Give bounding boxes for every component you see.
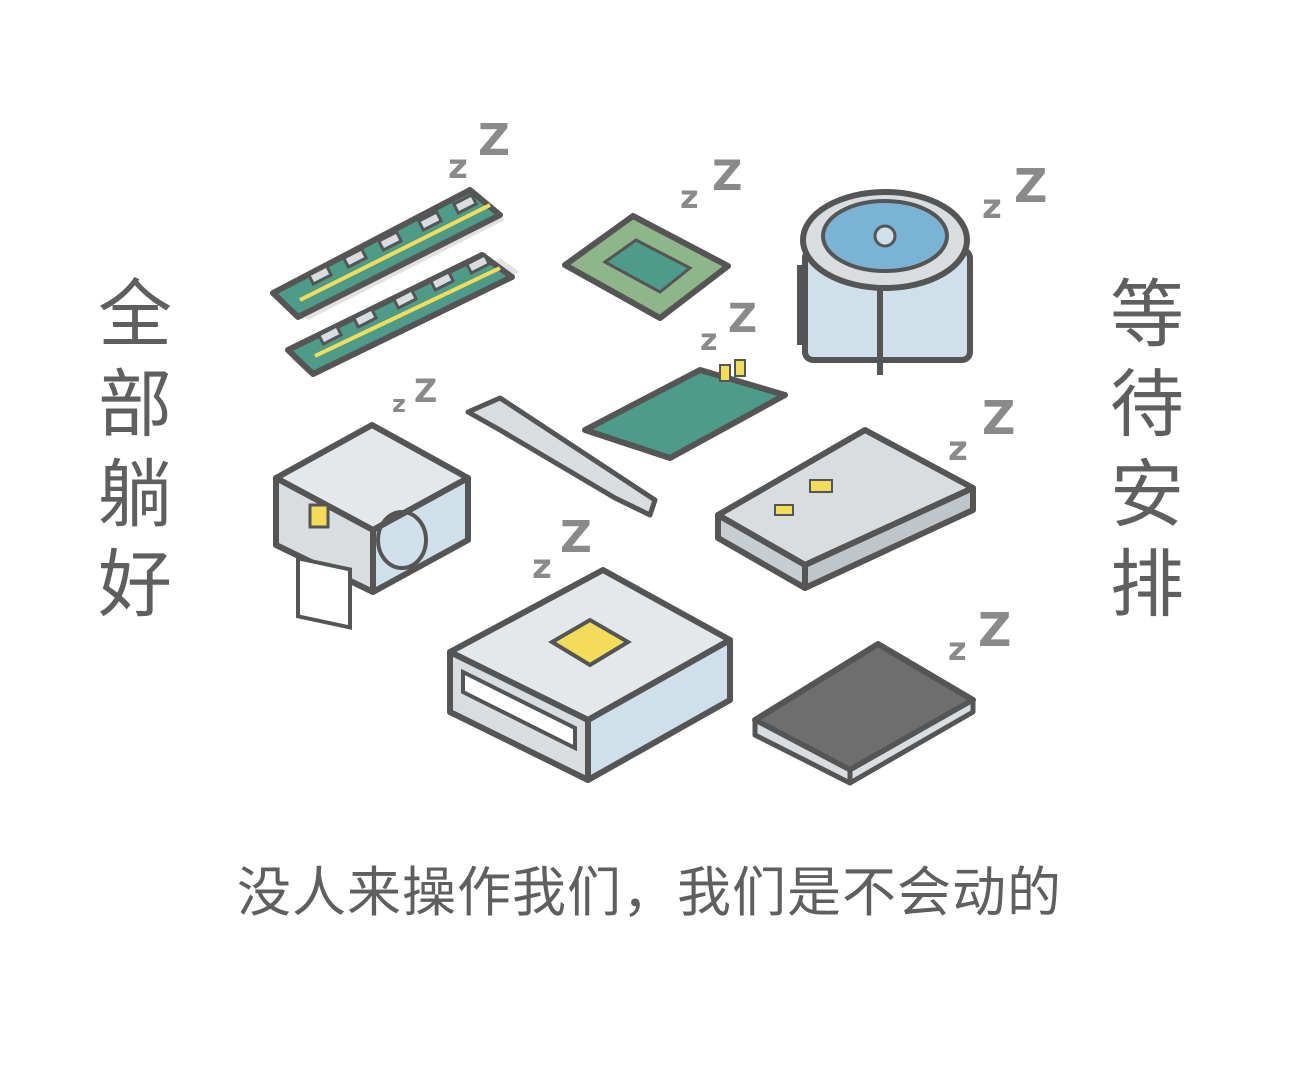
svg-text:z: z (680, 178, 699, 216)
svg-text:z: z (700, 323, 717, 358)
cpu-chip-icon: z Z (562, 151, 742, 321)
optical-drive-icon: z Z (447, 512, 733, 783)
cpu-cooler-fan-icon: z Z (797, 159, 1047, 375)
svg-text:z: z (948, 429, 968, 469)
svg-text:Z: Z (414, 372, 437, 410)
svg-text:z: z (948, 630, 967, 668)
svg-text:Z: Z (978, 603, 1011, 657)
svg-text:Z: Z (982, 391, 1015, 445)
caption-text: 没人来操作我们，我们是不会动的 (237, 861, 1062, 924)
right-char-4: 排 (1110, 542, 1184, 628)
power-supply-icon: z Z (273, 372, 471, 630)
expansion-card-icon: z Z (465, 296, 788, 518)
svg-text:z: z (532, 547, 552, 587)
right-char-2: 待 (1110, 362, 1184, 448)
svg-text:Z: Z (478, 115, 510, 166)
svg-text:z: z (448, 147, 468, 187)
left-char-2: 部 (98, 362, 172, 448)
hard-drive-icon: z Z (715, 391, 1015, 591)
svg-text:z: z (982, 187, 1002, 227)
left-char-1: 全 (98, 272, 172, 358)
right-char-1: 等 (1110, 272, 1184, 358)
svg-text:z: z (392, 390, 406, 418)
left-vertical-text: 全 部 躺 好 (98, 278, 172, 638)
svg-text:Z: Z (1014, 159, 1047, 213)
svg-text:Z: Z (728, 296, 757, 342)
ram-sticks-icon: z Z (270, 115, 520, 377)
svg-text:Z: Z (712, 151, 742, 200)
right-vertical-text: 等 待 安 排 (1110, 278, 1184, 638)
ssd-icon: z Z (752, 603, 1011, 786)
right-char-3: 安 (1110, 452, 1184, 538)
left-char-4: 好 (98, 542, 172, 628)
svg-text:Z: Z (560, 512, 592, 563)
left-char-3: 躺 (98, 452, 172, 538)
